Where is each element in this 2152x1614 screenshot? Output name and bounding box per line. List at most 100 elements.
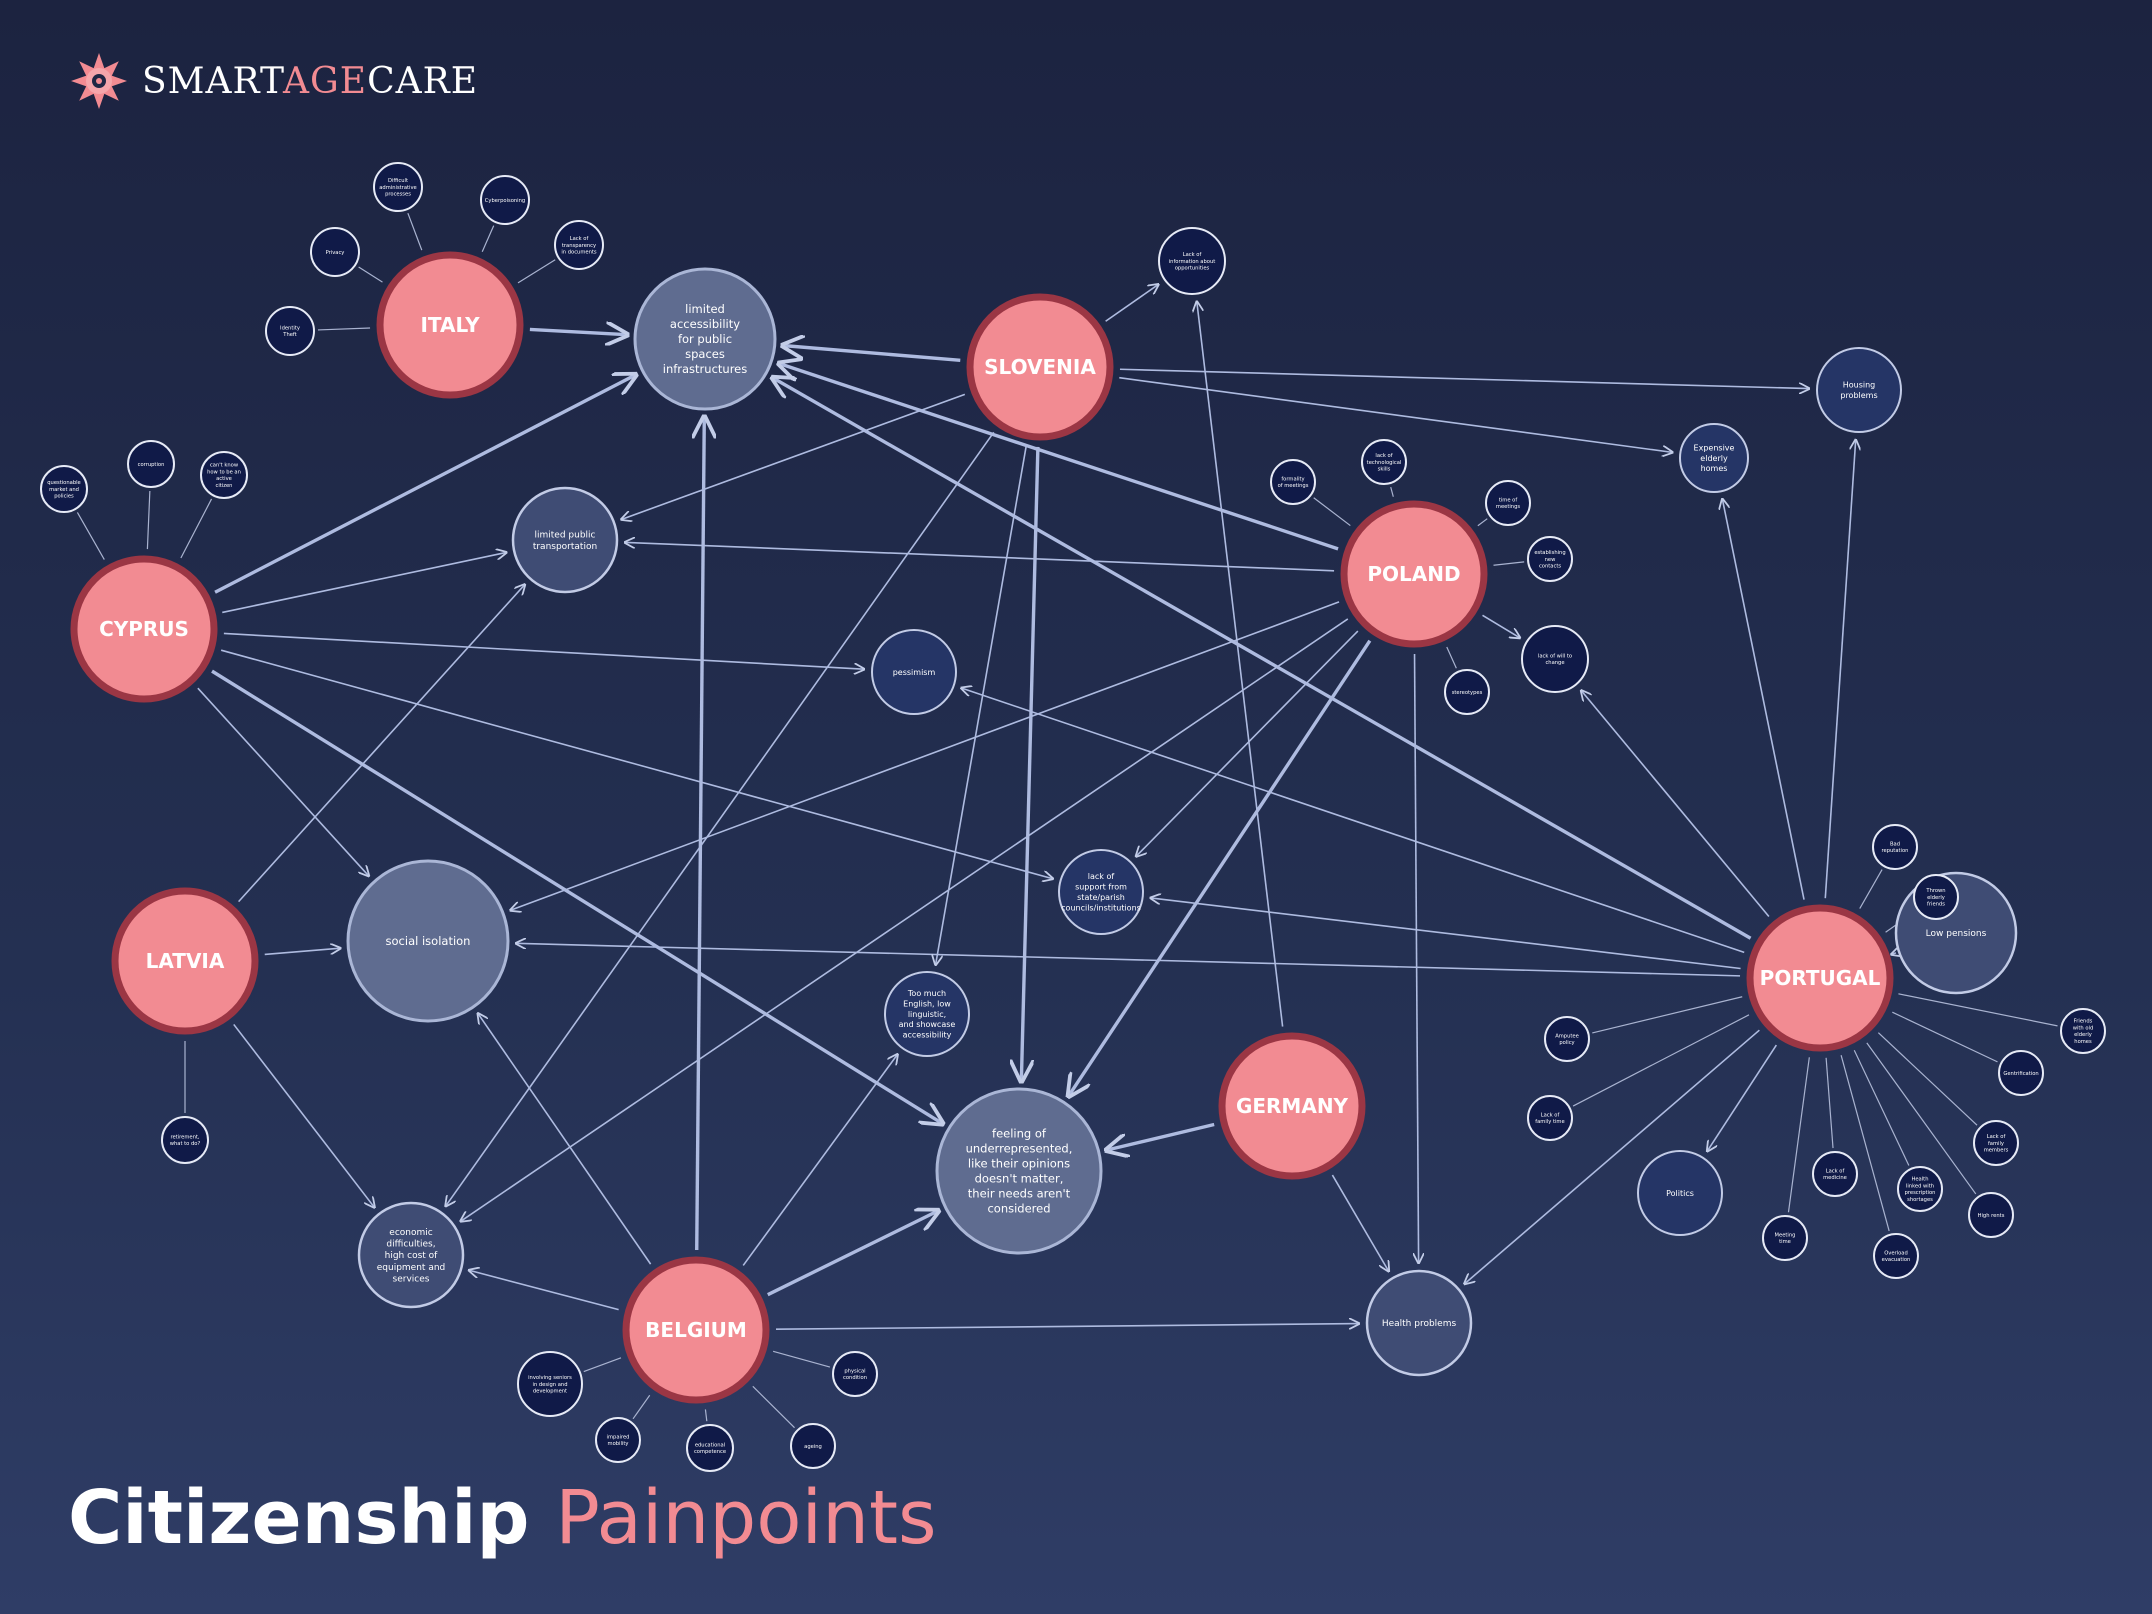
arrow-portugal-accessibility xyxy=(773,378,1752,940)
arrow-poland-underrep xyxy=(1069,639,1372,1096)
spoke-cyprus-cy1 xyxy=(76,512,105,560)
spoke-belgium-be3 xyxy=(632,1394,651,1420)
node-label-lv1: retirement,what to do? xyxy=(170,1134,201,1147)
node-label-be5: ageing xyxy=(804,1444,822,1450)
spoke-poland-pl3 xyxy=(1477,518,1488,527)
node-label-pt6: High rents xyxy=(1978,1213,2005,1219)
arrow-belgium-underrep xyxy=(767,1211,938,1297)
brand-name-part2: AGE xyxy=(283,60,368,102)
arrow-poland-lackwill xyxy=(1482,614,1520,638)
spoke-belgium-be1 xyxy=(583,1357,622,1373)
country-node-belgium: BELGIUM xyxy=(622,1256,770,1404)
arrow-germany-health xyxy=(1331,1174,1388,1271)
arrow-germany-lackinfo xyxy=(1197,302,1284,1027)
brand-name-part3: CARE xyxy=(367,60,479,102)
lotus-icon xyxy=(71,53,127,109)
arrow-poland-isolation xyxy=(510,601,1340,910)
node-label-germany: GERMANY xyxy=(1236,1094,1349,1118)
arrow-cyprus-support xyxy=(220,649,1053,879)
arrow-belgium-isolation xyxy=(478,1013,652,1265)
spoke-poland-pl2 xyxy=(1390,486,1394,497)
spoke-poland-pl5 xyxy=(1446,646,1457,669)
spoke-cyprus-cy2 xyxy=(146,490,151,550)
painpoint-node-isolation: social isolation xyxy=(346,859,510,1023)
spoke-portugal-pt8 xyxy=(1840,1055,1890,1232)
painpoint-node-pt4: Gentrification xyxy=(1998,1050,2044,1096)
page-title-part1: Citizenship xyxy=(68,1475,530,1561)
arrow-portugal-pensions xyxy=(1891,953,1896,954)
spoke-italy-it5 xyxy=(517,259,556,284)
node-label-pl5: stereotypes xyxy=(1452,690,1483,696)
arrow-poland-health xyxy=(1415,653,1419,1263)
node-label-isolation: social isolation xyxy=(386,934,471,948)
node-label-belgium: BELGIUM xyxy=(645,1318,747,1342)
spoke-portugal-pt1 xyxy=(1859,869,1883,909)
arrow-cyprus-pessimism xyxy=(223,632,864,669)
spoke-portugal-pt5 xyxy=(1877,1032,1978,1126)
node-label-italy: ITALY xyxy=(420,313,480,337)
painpoint-node-health: Health problems xyxy=(1365,1269,1473,1377)
spoke-portugal-pt6 xyxy=(1866,1042,1977,1195)
arrow-belgium-english xyxy=(742,1054,897,1266)
painpoint-node-cy2: corruption xyxy=(127,440,175,488)
arrow-slovenia-underrep xyxy=(1021,446,1040,1081)
arrow-cyprus-isolation xyxy=(197,687,369,876)
spoke-belgium-be2 xyxy=(772,1350,831,1368)
arrow-latvia-isolation xyxy=(264,948,341,956)
arrow-slovenia-economic xyxy=(446,431,995,1206)
node-label-latvia: LATVIA xyxy=(146,949,225,973)
brand-name: SMARTAGECARE xyxy=(142,61,478,102)
node-label-cy2: corruption xyxy=(138,462,165,468)
spoke-belgium-be4 xyxy=(704,1409,708,1422)
painpoint-node-lv1: retirement,what to do? xyxy=(161,1116,209,1164)
node-label-it4: Cyberpoisoning xyxy=(485,198,525,204)
country-node-portugal: PORTUGAL xyxy=(1746,904,1894,1052)
painpoint-node-pessimism: pessimism xyxy=(871,629,957,715)
arrow-slovenia-lackinfo xyxy=(1105,284,1159,322)
painpoint-node-pt6: High rents xyxy=(1968,1192,2014,1238)
spoke-poland-pl4 xyxy=(1493,561,1525,566)
arrow-belgium-accessibility xyxy=(697,417,705,1251)
arrow-portugal-isolation xyxy=(516,943,1741,977)
arrow-cyprus-accessibility xyxy=(214,375,636,594)
spoke-portugal-pt12 xyxy=(1592,996,1743,1034)
